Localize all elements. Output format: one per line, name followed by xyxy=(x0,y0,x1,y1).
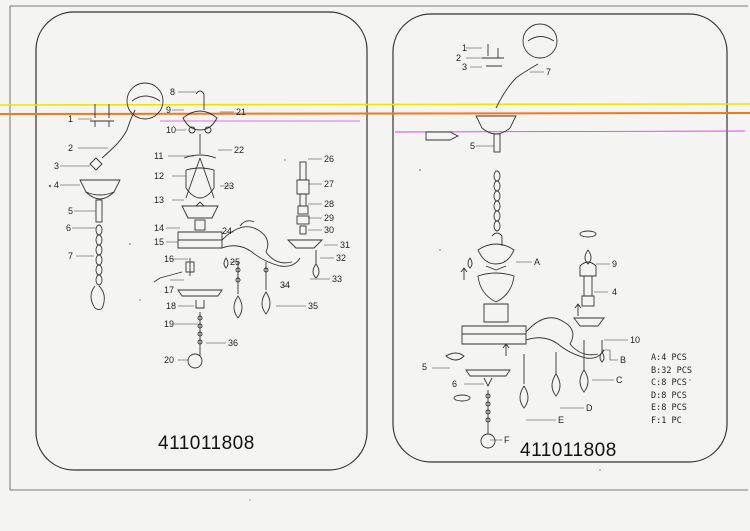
left-label-9: 9 xyxy=(166,105,172,115)
left-label-19: 19 xyxy=(164,319,175,329)
left-label-34: 34 xyxy=(280,280,291,290)
scan-artifact-lines xyxy=(0,103,750,133)
left-label-31: 31 xyxy=(340,240,351,250)
right-label-9: 9 xyxy=(612,259,618,269)
right-label-E: E xyxy=(558,415,565,425)
left-label-15: 15 xyxy=(154,237,165,247)
left-label-12: 12 xyxy=(154,171,165,181)
right-label-A: A xyxy=(534,257,541,267)
left-panel xyxy=(35,11,368,471)
right-label-2: 2 xyxy=(456,53,462,63)
right-label-3: 3 xyxy=(462,62,468,72)
left-model-number: 411011808 xyxy=(158,433,255,454)
left-label-20: 20 xyxy=(164,355,175,365)
left-label-14: 14 xyxy=(154,223,165,233)
left-label-13: 13 xyxy=(154,195,165,205)
left-label-5: 5 xyxy=(68,206,74,216)
left-label-7: 7 xyxy=(68,251,74,261)
right-panel xyxy=(392,13,728,463)
parts-row-B: B:32 PCS xyxy=(651,365,692,376)
right-label-B: B xyxy=(620,355,627,365)
right-label-C: C xyxy=(616,375,623,385)
left-label-11: 11 xyxy=(154,151,164,161)
left-label-1: 1 xyxy=(68,114,74,124)
left-label-33: 33 xyxy=(332,274,343,284)
left-label-32: 32 xyxy=(336,253,347,263)
left-label-21: 21 xyxy=(236,107,247,117)
left-label-16: 16 xyxy=(164,254,175,264)
left-label-27: 27 xyxy=(324,179,335,189)
scan-specks xyxy=(48,159,691,501)
left-label-26: 26 xyxy=(324,154,335,164)
right-leaders xyxy=(432,47,628,441)
parts-row-A: A:4 PCS xyxy=(651,353,687,363)
left-label-17: 17 xyxy=(164,285,175,295)
left-label-25: 25 xyxy=(230,257,241,267)
right-label-F: F xyxy=(504,435,510,445)
left-crystals xyxy=(187,257,320,369)
right-label-1: 1 xyxy=(462,43,468,53)
left-label-24: 24 xyxy=(222,226,233,236)
parts-row-D: D:8 PCS xyxy=(651,390,687,401)
right-model-number: 411011808 xyxy=(520,440,617,461)
left-diagram xyxy=(60,82,338,369)
left-label-10: 10 xyxy=(166,125,177,135)
right-label-D: D xyxy=(586,403,593,413)
outer-frame xyxy=(9,5,748,491)
left-label-8: 8 xyxy=(170,87,176,97)
bead-strings xyxy=(197,250,317,356)
parts-row-F: F:1 PC xyxy=(651,415,682,426)
left-label-6: 6 xyxy=(66,223,72,233)
left-label-36: 36 xyxy=(228,338,239,348)
right-label-4: 4 xyxy=(612,287,618,297)
left-label-30: 30 xyxy=(324,225,335,235)
left-label-35: 35 xyxy=(308,301,319,311)
left-label-29: 29 xyxy=(324,213,335,223)
left-leaders xyxy=(60,91,338,361)
left-label-2: 2 xyxy=(68,143,74,153)
right-label-5: 5 xyxy=(422,362,428,372)
right-diagram xyxy=(425,23,628,449)
left-label-22: 22 xyxy=(234,145,245,155)
parts-row-C: C:8 PCS xyxy=(651,378,687,388)
right-label-10: 10 xyxy=(630,335,641,345)
left-label-18: 18 xyxy=(166,301,177,311)
left-label-4: 4 xyxy=(54,180,60,190)
left-label-3: 3 xyxy=(54,161,60,171)
parts-row-E: E:8 PCS xyxy=(651,403,687,413)
left-label-28: 28 xyxy=(324,199,335,209)
right-crystals xyxy=(467,257,605,449)
right-label-6: 6 xyxy=(452,379,458,389)
right-label-7: 7 xyxy=(546,67,552,77)
right-label-5-top: 5 xyxy=(470,141,476,151)
left-label-23: 23 xyxy=(224,181,235,191)
left-chain xyxy=(95,224,103,286)
parts-list: A:4 PCS B:32 PCS C:8 PCS D:8 PCS E:8 PCS… xyxy=(651,352,692,427)
right-chain xyxy=(493,170,501,232)
